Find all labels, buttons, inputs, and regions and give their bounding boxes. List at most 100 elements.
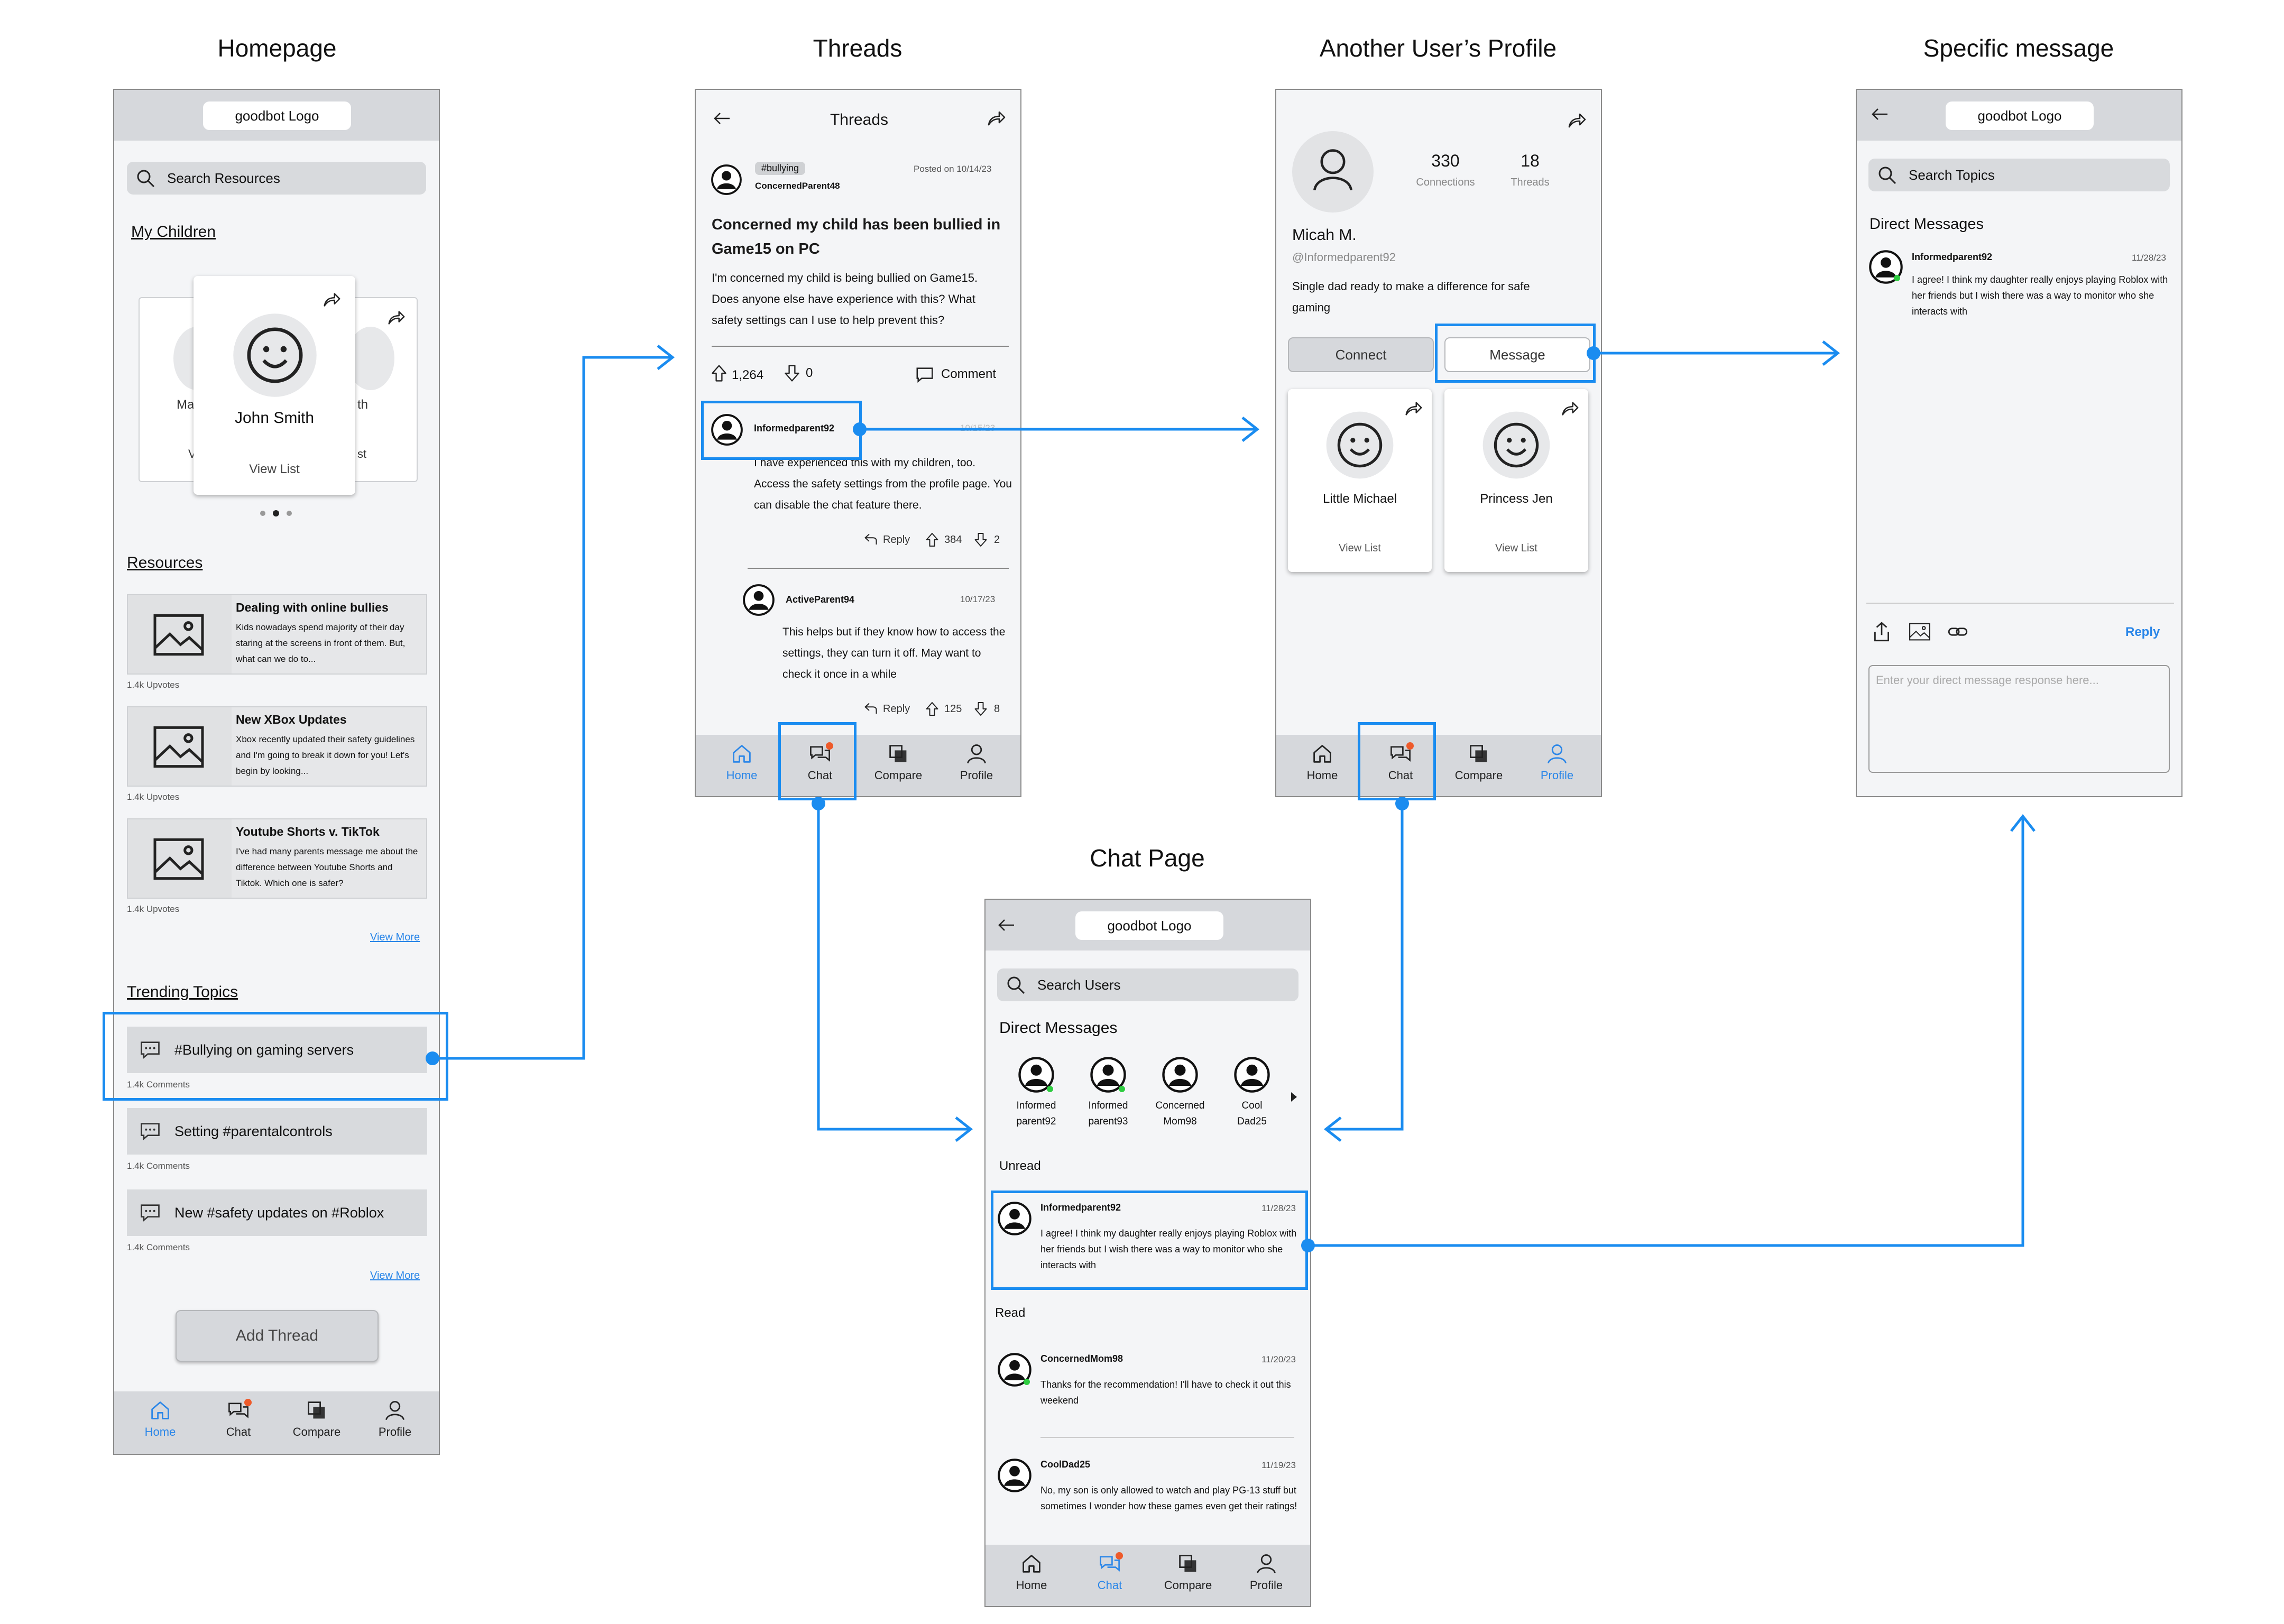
topic-roblox[interactable]: New #safety updates on #Roblox xyxy=(127,1189,427,1236)
logo[interactable]: goodbot Logo xyxy=(1075,911,1223,940)
logo[interactable]: goodbot Logo xyxy=(203,102,351,130)
user-avatar-icon[interactable] xyxy=(711,164,742,196)
share-icon[interactable] xyxy=(1403,399,1423,419)
search-topics-input[interactable]: Search Topics xyxy=(1868,159,2170,191)
nav-compare[interactable]: Compare xyxy=(1450,742,1508,782)
nav-home[interactable]: Home xyxy=(131,1399,189,1439)
message-preview-unread[interactable]: Informedparent92 11/28/23 I agree! I thi… xyxy=(993,1196,1305,1286)
message-button[interactable]: Message xyxy=(1444,337,1590,372)
reply-date: 10/17/23 xyxy=(960,594,996,604)
reply-button[interactable]: Reply xyxy=(883,534,910,546)
nav-profile[interactable]: Profile xyxy=(947,742,1006,782)
back-arrow-icon[interactable] xyxy=(1869,104,1891,125)
topic-comments: 1.4k Comments xyxy=(127,1079,190,1090)
child-avatar-smile-icon xyxy=(232,312,318,399)
reply-button[interactable]: Reply xyxy=(883,703,910,715)
nav-profile[interactable]: Profile xyxy=(1528,742,1586,782)
threads-count: 18 xyxy=(1521,151,1540,170)
resource-card[interactable]: New XBox Updates Xbox recently updated t… xyxy=(127,706,427,787)
message-preview[interactable]: CoolDad25 11/19/23 No, my son is only al… xyxy=(993,1453,1305,1537)
link-icon[interactable] xyxy=(1947,621,1969,643)
share-icon[interactable] xyxy=(986,108,1007,129)
topic-bullying[interactable]: #Bullying on gaming servers xyxy=(127,1027,427,1073)
view-more-topics-link[interactable]: View More xyxy=(370,1270,420,1281)
nav-home[interactable]: Home xyxy=(1002,1552,1061,1592)
nav-chat[interactable]: Chat xyxy=(791,742,849,782)
connections-label[interactable]: Connections xyxy=(1416,177,1475,188)
upvote-icon[interactable] xyxy=(924,532,940,548)
back-arrow-icon[interactable] xyxy=(996,915,1017,936)
upvote-count: 384 xyxy=(944,534,962,546)
child-avatar-smile-icon xyxy=(1481,410,1551,480)
view-list-link[interactable]: View List xyxy=(249,462,300,476)
nav-chat[interactable]: Chat xyxy=(1081,1552,1139,1592)
share-icon[interactable] xyxy=(1560,399,1580,419)
profile-handle: @Informedparent92 xyxy=(1292,251,1396,264)
post-author[interactable]: ConcernedParent48 xyxy=(755,181,840,191)
highlight-profile-chat xyxy=(1358,722,1436,800)
upload-icon[interactable] xyxy=(1871,621,1893,643)
topic-comments: 1.4k Comments xyxy=(127,1242,190,1252)
message-preview[interactable]: ConcernedMom98 11/20/23 Thanks for the r… xyxy=(993,1347,1305,1426)
message-bubble-icon xyxy=(139,1120,162,1143)
topic-parental-controls[interactable]: Setting #parentalcontrols xyxy=(127,1108,427,1155)
read-label: Read xyxy=(995,1306,1026,1320)
scroll-right-arrow-icon[interactable] xyxy=(1291,1092,1297,1102)
child-avatar-smile-icon xyxy=(1325,410,1395,480)
upvote-icon[interactable] xyxy=(710,364,729,383)
reply-icon[interactable] xyxy=(863,532,879,548)
image-icon[interactable] xyxy=(1909,621,1931,643)
share-icon[interactable] xyxy=(321,290,342,310)
resource-upvotes: 1.4k Upvotes xyxy=(127,680,180,690)
nav-profile[interactable]: Profile xyxy=(366,1399,424,1439)
user-avatar-icon xyxy=(1233,1056,1270,1093)
search-input[interactable]: Search Resources xyxy=(127,162,426,195)
nav-compare[interactable]: Compare xyxy=(869,742,927,782)
nav-compare[interactable]: Compare xyxy=(288,1399,346,1439)
image-placeholder-icon xyxy=(152,612,205,658)
notification-badge xyxy=(244,1399,252,1406)
view-list-link[interactable]: View List xyxy=(1495,542,1537,554)
child-card-princess-jen[interactable]: Princess Jen View List xyxy=(1444,389,1588,572)
search-users-input[interactable]: Search Users xyxy=(997,968,1298,1001)
highlight-reply-author xyxy=(701,401,862,460)
nav-home[interactable]: Home xyxy=(713,742,771,782)
downvote-icon[interactable] xyxy=(782,364,802,383)
nav-home[interactable]: Home xyxy=(1293,742,1351,782)
nav-compare[interactable]: Compare xyxy=(1159,1552,1217,1592)
reply-icon[interactable] xyxy=(863,701,879,717)
view-more-resources-link[interactable]: View More xyxy=(370,931,420,943)
resource-card[interactable]: Youtube Shorts v. TikTok I've had many p… xyxy=(127,818,427,899)
nav-chat[interactable]: Chat xyxy=(1371,742,1430,782)
message-author[interactable]: Informedparent92 xyxy=(1912,252,1993,262)
comment-button[interactable]: Comment xyxy=(941,367,997,381)
view-list-link[interactable]: View List xyxy=(1339,542,1381,554)
connections-count: 330 xyxy=(1431,151,1460,170)
share-icon[interactable] xyxy=(386,308,406,328)
comment-icon[interactable] xyxy=(915,365,935,385)
downvote-icon[interactable] xyxy=(973,701,989,717)
message-response-input[interactable]: Enter your direct message response here.… xyxy=(1868,665,2170,773)
threads-label[interactable]: Threads xyxy=(1511,177,1550,188)
child-card-john[interactable]: John Smith View List xyxy=(194,276,355,495)
share-icon[interactable] xyxy=(1566,110,1587,131)
nav-chat[interactable]: Chat xyxy=(209,1399,268,1439)
carousel-dots[interactable] xyxy=(260,510,302,518)
add-thread-button[interactable]: Add Thread xyxy=(176,1310,379,1362)
downvote-icon[interactable] xyxy=(973,532,989,548)
resource-card[interactable]: Dealing with online bullies Kids nowaday… xyxy=(127,594,427,675)
user-avatar-icon[interactable] xyxy=(742,584,775,616)
tag-badge[interactable]: #bullying xyxy=(755,162,806,175)
logo[interactable]: goodbot Logo xyxy=(1946,102,2094,130)
nav-profile[interactable]: Profile xyxy=(1237,1552,1295,1592)
child-card-little-michael[interactable]: Little Michael View List xyxy=(1288,389,1432,572)
reply-author[interactable]: ActiveParent94 xyxy=(786,594,855,605)
reply-author[interactable]: Informedparent92 xyxy=(754,423,835,433)
connect-button[interactable]: Connect xyxy=(1288,337,1434,372)
reply-button[interactable]: Reply xyxy=(2125,625,2160,639)
upvote-icon[interactable] xyxy=(924,701,940,717)
